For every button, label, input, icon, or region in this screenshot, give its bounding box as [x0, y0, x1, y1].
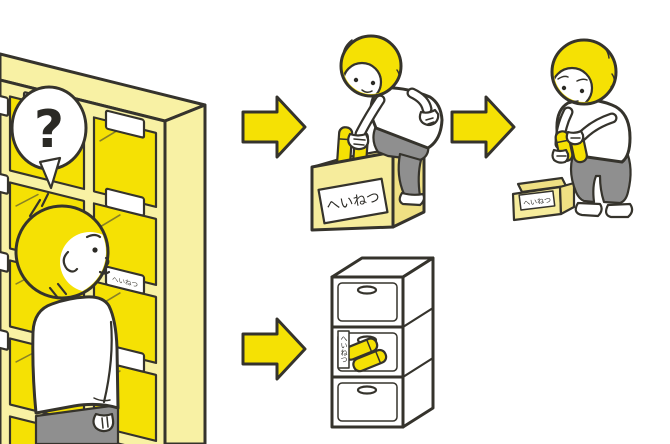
- child2-eye: [561, 85, 567, 91]
- name-tab: [0, 247, 10, 273]
- question-mark: ?: [34, 100, 64, 160]
- name-tab: [0, 169, 10, 195]
- child-unpacking: [550, 38, 634, 219]
- scene-pack-box: へいねつ: [241, 34, 444, 232]
- child-hair-strand: [342, 39, 353, 56]
- child2-foot: [604, 202, 634, 219]
- small-box-side: [558, 181, 576, 216]
- child-ear: [395, 69, 400, 84]
- small-box-label-plate: へいねつ: [518, 190, 556, 211]
- child-right-fingers: [425, 117, 435, 125]
- child2-mouth: [569, 99, 579, 103]
- child2-fingers: [556, 137, 581, 157]
- child-eye: [353, 77, 359, 83]
- box-label-plate: へいねつ: [317, 177, 389, 225]
- drawer-stack: へいねつ: [330, 256, 435, 429]
- drawer-handle: [356, 285, 378, 295]
- child-face-details: [342, 39, 400, 94]
- child2-eyebrow: [557, 75, 569, 80]
- drawer-panel: [337, 282, 398, 322]
- child-left-fingers: [353, 138, 366, 146]
- bubble-tail: [38, 156, 62, 190]
- small-box-label: へいねつ: [523, 196, 552, 207]
- boy-face-details: [28, 192, 111, 300]
- scene-drawer-stack: へいねつ: [241, 256, 435, 429]
- child-foot: [398, 191, 426, 207]
- small-box: へいねつ: [511, 176, 576, 222]
- child-mouth: [361, 89, 373, 94]
- name-tab: [104, 109, 146, 139]
- child-leg: [397, 152, 423, 198]
- box-label-frame: [317, 177, 389, 225]
- child2-hair-strand: [599, 43, 610, 59]
- child-right-hand: [418, 108, 440, 127]
- child2-face-details: [557, 43, 615, 103]
- small-box-label-frame: [518, 190, 556, 211]
- name-tab: [0, 91, 10, 117]
- child-eye: [370, 80, 376, 86]
- scene-unpack-box: へいねつ: [450, 38, 634, 222]
- drawer-label: へいねつ: [340, 335, 348, 363]
- boy-shirt: [31, 295, 120, 415]
- shelf-side-face: [163, 103, 207, 444]
- child-right-arm: [408, 89, 431, 113]
- boy-sleeve: [93, 397, 111, 402]
- stack-side-face: [401, 256, 435, 429]
- boy-eye: [92, 247, 98, 253]
- child2-ear: [610, 73, 615, 88]
- child-left-arm: [356, 96, 384, 138]
- question-bubble: ?: [10, 85, 88, 190]
- boy-fingers: [101, 416, 109, 429]
- drawer-label-strip: [337, 330, 350, 369]
- child-packing: [339, 34, 444, 207]
- child2-foot: [574, 201, 603, 218]
- drawer-panel: [337, 382, 398, 422]
- child2-eye: [579, 88, 585, 94]
- boy-arm: [102, 320, 113, 404]
- name-tab: [0, 325, 10, 351]
- child-left-hand: [347, 132, 370, 151]
- child2-eyebrow: [576, 78, 588, 82]
- name-tab: [104, 265, 146, 295]
- child2-right-arm: [578, 114, 616, 140]
- drawer-handle: [356, 385, 378, 395]
- name-tab: [104, 187, 146, 217]
- stack-side-lines: [401, 306, 435, 379]
